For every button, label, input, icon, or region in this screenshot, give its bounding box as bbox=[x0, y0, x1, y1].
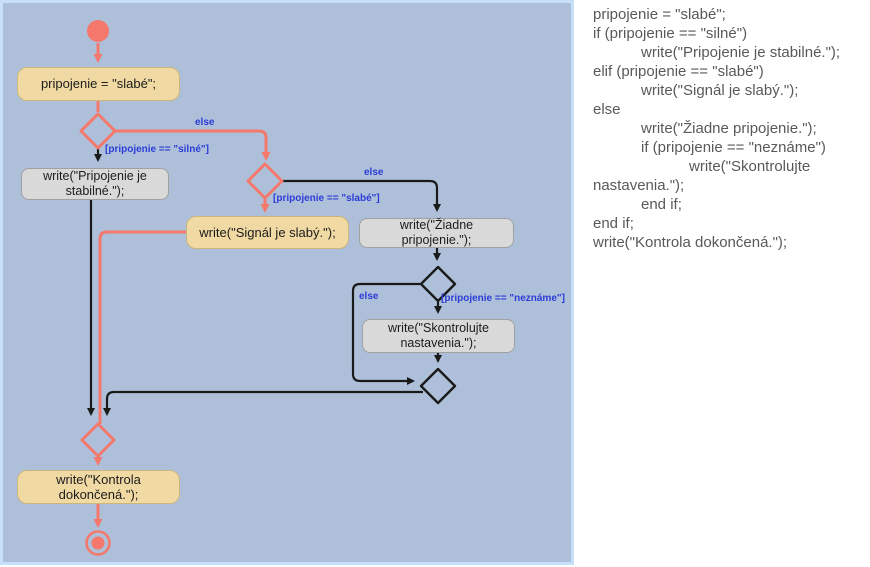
node-skontrolujte[interactable]: write("Skontrolujte nastavenia."); bbox=[362, 319, 515, 353]
node-kontrola[interactable]: write("Kontrola dokončená."); bbox=[17, 470, 180, 504]
edge-label-if3-else: else bbox=[359, 291, 379, 302]
edge-label-if2-condition: [pripojenie == "slabé"] bbox=[273, 193, 380, 204]
merge2-diamond[interactable] bbox=[419, 367, 457, 405]
node-ziadne[interactable]: write("Žiadne pripojenie."); bbox=[359, 218, 514, 248]
node-signal[interactable]: write("Signál je slabý."); bbox=[186, 216, 349, 249]
flowchart-canvas bbox=[79, 20, 457, 556]
end-node-ring[interactable] bbox=[85, 530, 111, 556]
edge-signal-to-merge bbox=[98, 230, 186, 424]
node-stabilne[interactable]: write("Pripojenie je stabilné."); bbox=[21, 168, 169, 200]
node-assign[interactable]: pripojenie = "slabé"; bbox=[17, 67, 180, 101]
edge-merge2-to-merge bbox=[103, 390, 423, 416]
code-text: pripojenie = "slabé"; if (pripojenie == … bbox=[593, 6, 841, 251]
edge-label-if1-condition: [pripojenie == "silné"] bbox=[105, 144, 209, 155]
edge-decision2-else-to-ziadne bbox=[283, 179, 441, 212]
edge-label-if1-else: else bbox=[195, 117, 215, 128]
decision2-diamond[interactable] bbox=[246, 162, 284, 200]
decision3-diamond[interactable] bbox=[419, 265, 457, 303]
edge-decision1-else-to-decision2 bbox=[115, 129, 271, 161]
edge-decision3-else-to-merge2 bbox=[351, 282, 420, 385]
start-node[interactable] bbox=[87, 20, 109, 42]
end-node-core bbox=[91, 536, 105, 550]
edge-label-if2-else: else bbox=[364, 167, 384, 178]
decision1-diamond[interactable] bbox=[79, 112, 117, 150]
code-panel: pripojenie = "slabé"; if (pripojenie == … bbox=[574, 0, 870, 567]
edge-label-if3-condition: [pripojenie == "neznáme"] bbox=[441, 293, 565, 304]
merge1-diamond[interactable] bbox=[80, 422, 116, 458]
flowchart-panel: pripojenie = "slabé"; write("Pripojenie … bbox=[0, 0, 574, 565]
